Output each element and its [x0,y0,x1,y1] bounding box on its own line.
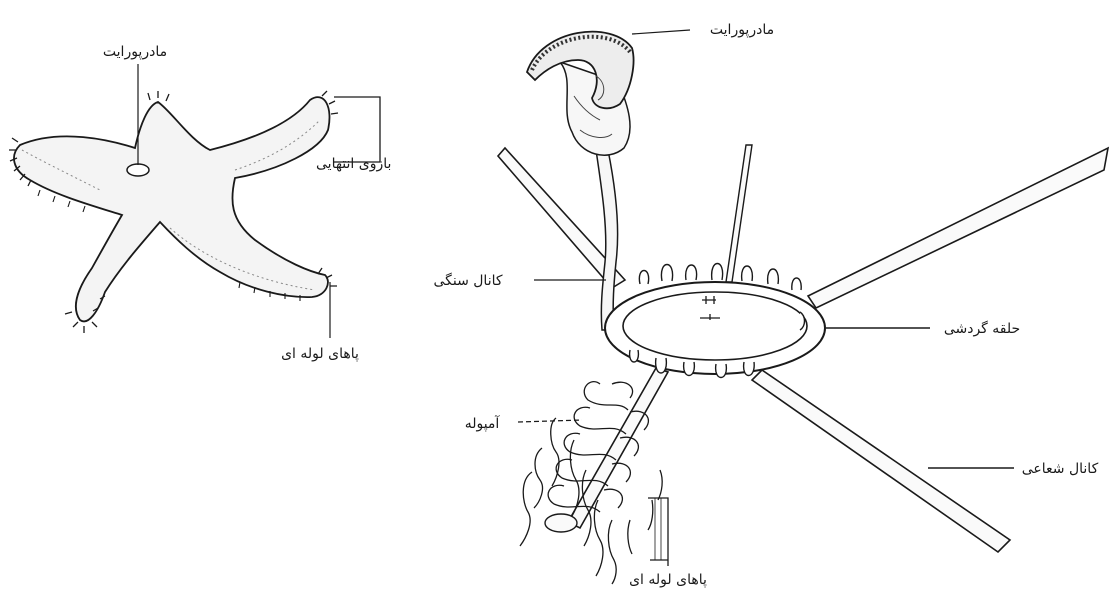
ampulla-label: آمپوله [465,415,501,432]
starfish-madreporite [127,164,149,176]
water-vascular-figure: مادرپورایت کانال سنگی حلقه گردشی کانال ش… [433,22,1108,588]
starfish-body [14,97,329,321]
radial-canal-lower-right [752,370,1010,552]
starfish-terminal-arm-label: بازوی انتهایی [316,156,391,172]
starfish-madreporite-label: مادرپورایت [103,44,167,60]
ampulla-pointer [518,420,582,422]
stone-canal [596,150,618,330]
radial-canal-upper-right [808,148,1108,308]
madreporite-label: مادرپورایت [710,22,774,38]
ring-canal-label: حلقه گردشی [944,320,1020,337]
radial-canal-tip [545,514,577,532]
starfish-figure: مادرپورایت بازوی انتهایی پاهای لوله ای [9,44,391,362]
tube-feet-bracket [648,498,668,566]
tube-feet-bracket-lines [655,498,661,560]
starfish-tube-feet-label: پاهای لوله ای [281,346,359,362]
madreporite-top-pointer [632,30,690,34]
radial-canal-label: کانال شعاعی [1022,461,1099,477]
radial-canal-top [726,145,752,282]
ring-canal-inner [623,292,807,360]
starfish-terminal-arm-bracket [334,97,380,162]
stone-canal-label: کانال سنگی [433,272,502,289]
tube-feet-label: پاهای لوله ای [629,572,707,588]
